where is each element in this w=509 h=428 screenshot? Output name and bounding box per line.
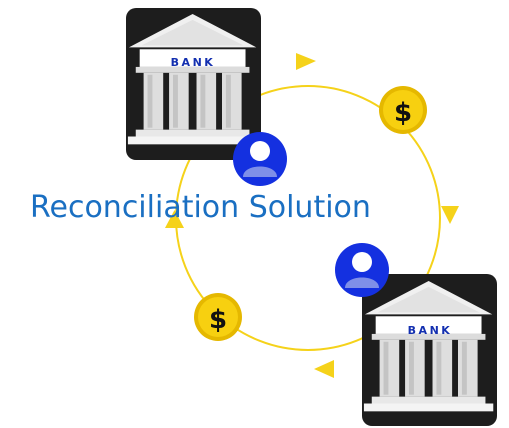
coin-symbol: $ [394,98,412,128]
cycle-arrow-icon [165,210,184,228]
coin-symbol: $ [209,305,227,335]
user-avatar-icon [233,132,287,186]
bank-tile-top: BANK [126,8,261,160]
cycle-arrow-icon [441,206,459,224]
page-title: Reconciliation Solution [30,190,371,225]
cycle-arrow-icon [296,53,316,70]
user-avatar-icon [335,243,389,297]
dollar-coin-icon: $ [194,293,242,341]
bank-label: BANK [171,56,216,69]
cycle-arrow-icon [314,360,334,378]
bank-tile-bottom: BANK [362,274,497,426]
bank-label: BANK [408,324,453,337]
dollar-coin-icon: $ [379,86,427,134]
